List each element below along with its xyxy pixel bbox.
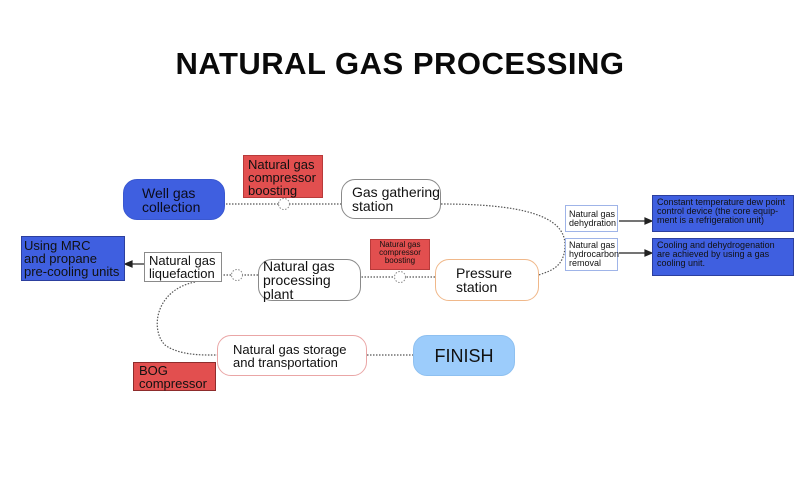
arrowhead-icon [123,260,133,268]
node-label: Gas gathering station [352,184,440,214]
node-compressor-boosting-2: Natural gas compressor boosting [370,239,430,270]
junction-circle [278,198,290,210]
junction-circle [231,269,243,281]
node-label: Natural gas processing plant [263,258,335,302]
node-label: Using MRC and propane pre-cooling units [24,238,120,279]
note-mrc-precooling: Using MRC and propane pre-cooling units [21,236,125,281]
node-finish: FINISH [413,335,515,376]
node-hydrocarbon-removal: Natural gas hydrocarbon removal [565,238,620,271]
node-label: Natural gas dehydration [569,208,617,228]
node-label: Natural gas compressor boosting [379,240,421,265]
node-pressure-station: Pressure station [435,259,539,301]
node-label: Constant temperature dew point control d… [657,197,786,225]
node-label: Natural gas liquefaction [149,253,216,281]
note-dew-point-control: Constant temperature dew point control d… [652,195,794,232]
connector-liquefaction-to-storage [156,281,218,356]
arrowhead-icon [644,217,654,225]
node-liquefaction: Natural gas liquefaction [144,252,222,282]
node-label: Natural gas compressor boosting [248,157,316,198]
node-label: Natural gas storage and transportation [233,341,347,370]
diagram-title: NATURAL GAS PROCESSING [175,46,625,81]
node-dehydration: Natural gas dehydration [565,205,618,232]
connector-gathering-to-pressure [440,203,566,276]
node-compressor-boosting-1: Natural gas compressor boosting [243,155,323,198]
node-bog-compressor: BOG compressor [133,362,216,391]
arrowhead-icon [644,249,654,257]
node-gas-gathering-station: Gas gathering station [341,179,441,219]
node-well-gas-collection: Well gas collection [123,179,225,220]
node-label: BOG compressor [139,363,207,391]
note-gas-cooling-unit: Cooling and dehydrogenation are achieved… [652,238,794,276]
node-label: FINISH [434,345,494,366]
node-storage-transportation: Natural gas storage and transportation [217,335,367,376]
node-label: Natural gas hydrocarbon removal [569,240,620,268]
node-label: Cooling and dehydrogenation are achieved… [657,240,775,268]
junction-circle [394,271,406,283]
node-label: Pressure station [456,265,513,295]
node-processing-plant: Natural gas processing plant [258,259,361,301]
node-label: Well gas collection [142,184,201,215]
